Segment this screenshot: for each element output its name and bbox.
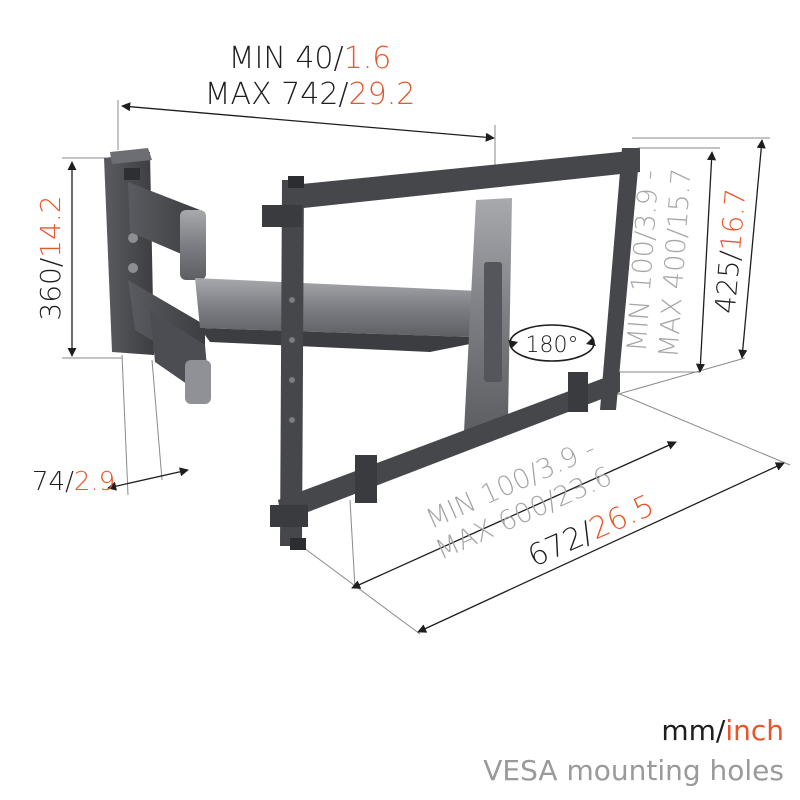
frame-height-label: 425/16.7 <box>709 187 753 315</box>
vesa-vertical-dimension-line <box>695 151 717 373</box>
rotation-indicator: 180° <box>508 324 596 362</box>
vesa-vertical-label: MIN 100/3.9 - MAX 400/15.7 <box>622 167 698 358</box>
upper-arm <box>128 182 206 280</box>
svg-text:MIN 40/1.6: MIN 40/1.6 <box>229 41 392 76</box>
main-arm <box>195 278 500 352</box>
arm-width-max-dark: MAX 742/ <box>205 77 349 112</box>
center-bracket <box>464 198 512 432</box>
arm-width-min-orange: 1.6 <box>344 41 392 76</box>
units-mm: mm/ <box>661 714 726 747</box>
frame-height-dimension-line <box>738 139 766 359</box>
lower-arm <box>128 280 211 404</box>
arm-width-min-dark: MIN 40/ <box>229 41 344 76</box>
arm-width-label: MIN 40/1.6 MAX 742/29.2 <box>205 41 416 112</box>
dimension-lines <box>67 102 785 633</box>
frame-width-dimension-line <box>417 462 785 633</box>
arm-width-dimension-line <box>121 102 495 142</box>
plate-depth-label: 74/2.9 <box>32 467 115 497</box>
svg-text:MAX 742/29.2: MAX 742/29.2 <box>205 77 416 112</box>
units-inch: inch <box>725 714 784 747</box>
plate-height-label: 360/14.2 <box>34 195 67 320</box>
plate-depth-dimension-line <box>107 467 189 491</box>
arm-width-max-orange: 29.2 <box>349 77 416 112</box>
units-legend: mm/inch <box>661 714 784 747</box>
tv-frame <box>262 148 640 550</box>
rotation-label: 180° <box>526 333 579 358</box>
vesa-legend: VESA mounting holes <box>483 754 784 787</box>
